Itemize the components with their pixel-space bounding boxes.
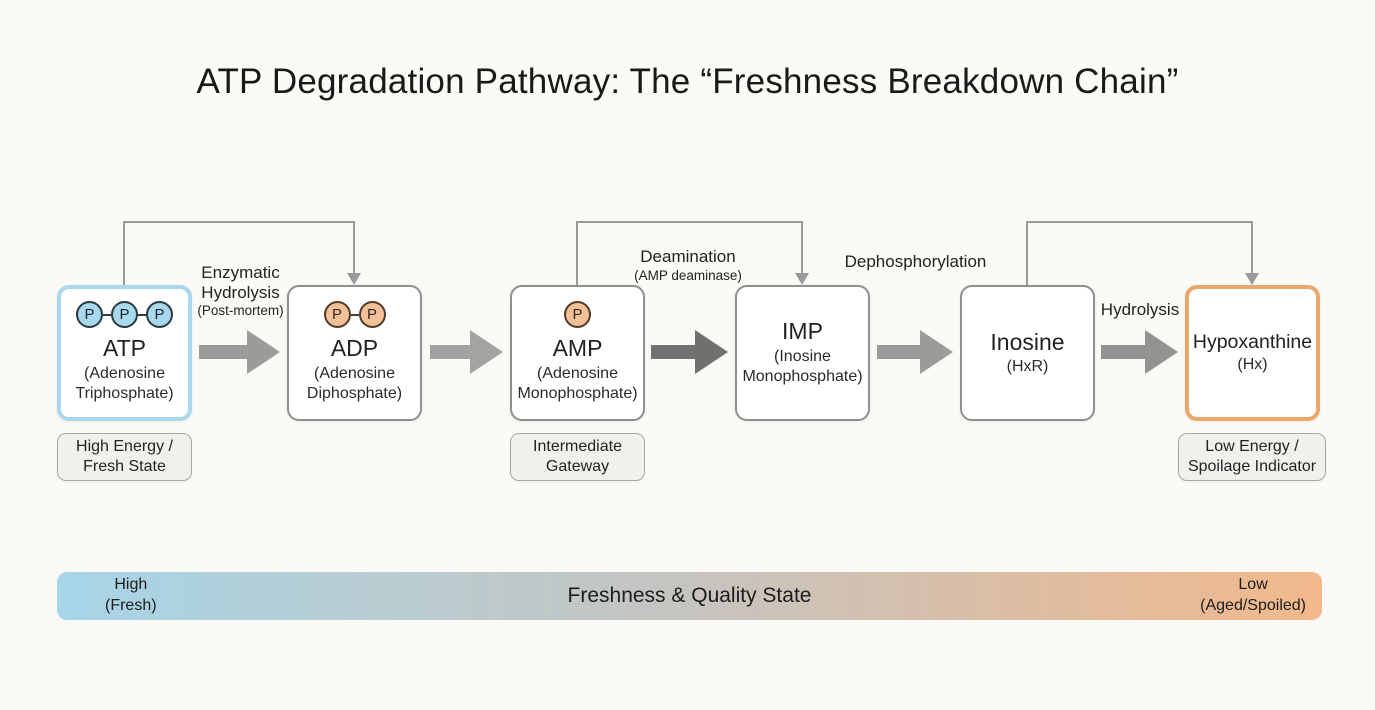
flow-arrow-amp-imp bbox=[651, 330, 728, 374]
node-subname: (Adenosine Monophosphate) bbox=[517, 364, 638, 403]
node-hypoxanthine: Hypoxanthine (Hx) bbox=[1185, 285, 1320, 421]
phosphate-icon: P bbox=[564, 301, 591, 329]
arrowhead-down-icon bbox=[347, 273, 361, 285]
arrowhead-down-icon bbox=[795, 273, 809, 285]
node-subname: (Hx) bbox=[1237, 355, 1268, 373]
phosphate-icon: P bbox=[358, 301, 386, 329]
node-subname: (Adenosine Triphosphate) bbox=[75, 364, 174, 403]
freshness-bar: High (Fresh) Freshness & Quality State L… bbox=[57, 572, 1322, 620]
state-label-spoilage: Low Energy / Spoilage Indicator bbox=[1178, 433, 1326, 481]
state-label-fresh: High Energy / Fresh State bbox=[57, 433, 192, 481]
state-label-intermediate: Intermediate Gateway bbox=[510, 433, 645, 481]
transition-label-text: Enzymatic Hydrolysis bbox=[201, 263, 280, 302]
arrow-head-icon bbox=[695, 330, 728, 374]
node-imp: IMP (Inosine Monophosphate) bbox=[735, 285, 870, 421]
arrow-head-icon bbox=[470, 330, 503, 374]
flow-arrow-inosine-hx bbox=[1101, 330, 1178, 374]
freshness-bar-right-label: Low (Aged/Spoiled) bbox=[1200, 576, 1306, 614]
node-name: ADP bbox=[330, 335, 379, 362]
phosphate-row: P P bbox=[323, 301, 386, 329]
arrow-head-icon bbox=[1145, 330, 1178, 374]
freshness-bar-title: Freshness & Quality State bbox=[567, 584, 812, 607]
phosphate-bond bbox=[350, 313, 359, 316]
flow-arrow-atp-adp bbox=[199, 330, 280, 374]
node-inosine: Inosine (HxR) bbox=[960, 285, 1095, 421]
transition-label-dephosphorylation: Dephosphorylation bbox=[828, 252, 1003, 272]
arrow-body bbox=[199, 345, 247, 359]
transition-label-text: Deamination bbox=[640, 247, 736, 266]
node-subname: (HxR) bbox=[1006, 357, 1049, 375]
transition-sublabel-text: (Post-mortem) bbox=[197, 303, 284, 319]
arrow-body bbox=[877, 345, 920, 359]
freshness-bar-left-label: High (Fresh) bbox=[105, 576, 157, 614]
arrow-head-icon bbox=[247, 330, 280, 374]
arrow-body bbox=[651, 345, 695, 359]
transition-label-deamination: Deamination (AMP deaminase) bbox=[613, 247, 763, 284]
node-name: IMP bbox=[782, 318, 823, 345]
node-name: Hypoxanthine bbox=[1192, 330, 1313, 353]
phosphate-icon: P bbox=[76, 301, 103, 329]
page-title: ATP Degradation Pathway: The “Freshness … bbox=[196, 62, 1179, 101]
transition-sublabel-text: (AMP deaminase) bbox=[634, 267, 742, 283]
node-atp: P P P ATP (Adenosine Triphosphate) bbox=[57, 285, 192, 421]
flow-arrow-imp-inosine bbox=[877, 330, 953, 374]
flow-arrow-adp-amp bbox=[430, 330, 503, 374]
phosphate-bond bbox=[138, 313, 146, 316]
skip-connector-inosine-hx bbox=[1026, 221, 1253, 285]
arrow-body bbox=[1101, 345, 1145, 359]
node-subname: (Adenosine Diphosphate) bbox=[306, 364, 403, 403]
transition-label-text: Hydrolysis bbox=[1100, 300, 1180, 319]
transition-label-text: Dephosphorylation bbox=[844, 252, 987, 271]
phosphate-bond bbox=[103, 313, 111, 316]
node-adp: P P ADP (Adenosine Diphosphate) bbox=[287, 285, 422, 421]
arrow-head-icon bbox=[920, 330, 953, 374]
node-amp: P AMP (Adenosine Monophosphate) bbox=[510, 285, 645, 421]
phosphate-row: P bbox=[564, 301, 591, 329]
transition-label-enzymatic-hydrolysis: Enzymatic Hydrolysis (Post-mortem) bbox=[178, 263, 303, 319]
arrow-body bbox=[430, 345, 470, 359]
node-subname: (Inosine Monophosphate) bbox=[742, 347, 863, 386]
phosphate-icon: P bbox=[323, 301, 351, 329]
phosphate-row: P P P bbox=[76, 301, 173, 329]
phosphate-icon: P bbox=[146, 301, 173, 329]
arrowhead-down-icon bbox=[1245, 273, 1259, 285]
phosphate-icon: P bbox=[111, 301, 138, 329]
node-name: Inosine bbox=[990, 328, 1065, 355]
transition-label-hydrolysis: Hydrolysis bbox=[1090, 300, 1190, 320]
node-name: ATP bbox=[102, 335, 147, 362]
node-name: AMP bbox=[552, 335, 603, 362]
